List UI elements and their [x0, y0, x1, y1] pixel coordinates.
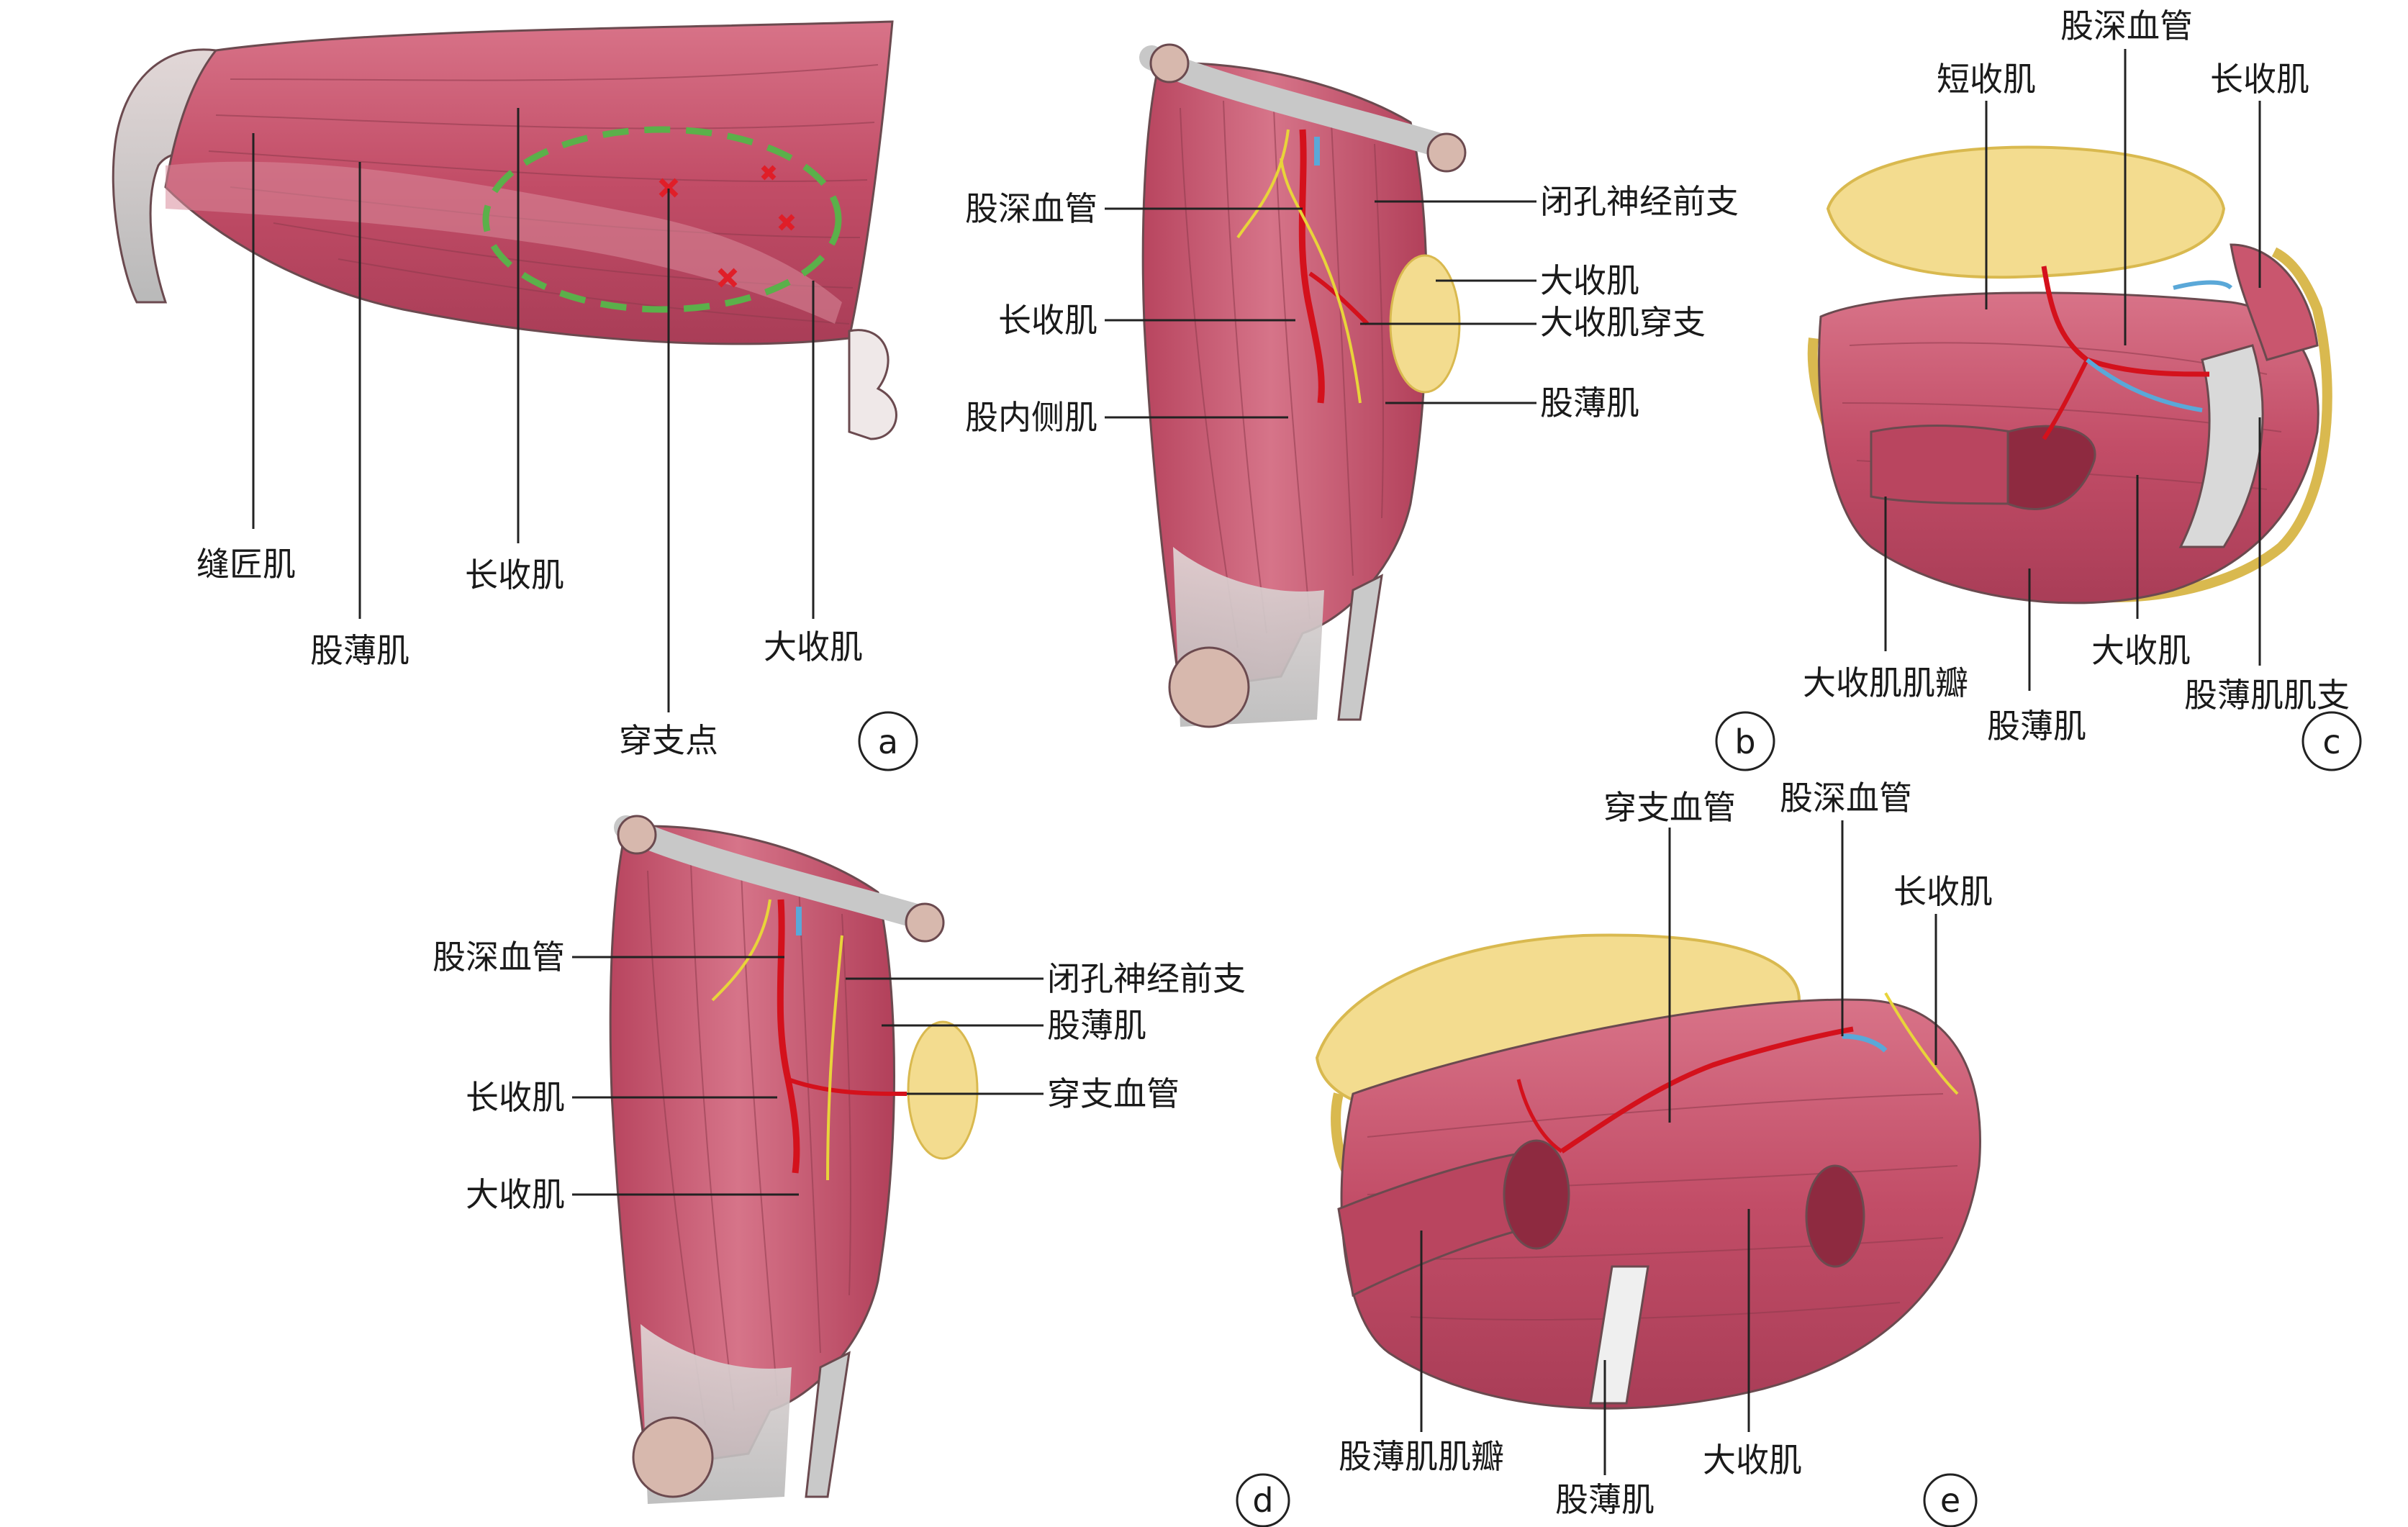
label-sartorius: 缝匠肌	[196, 545, 296, 584]
label-vastus-medialis-b: 股内侧肌	[965, 398, 1097, 437]
label-perforator-vessel-d: 穿支血管	[1047, 1074, 1180, 1113]
label-profunda-d: 股深血管	[433, 938, 565, 977]
gracilis-band-a	[166, 161, 842, 324]
label-adductor-longus-e: 长收肌	[1893, 872, 1993, 911]
label-gracilis-c: 股薄肌	[1987, 707, 2086, 746]
label-perforator-vessel-e: 穿支血管	[1603, 788, 1736, 827]
label-adductor-magnus-d: 大收肌	[466, 1175, 565, 1214]
panel-a: 缝匠肌 股薄肌 长收肌 大收肌 穿支点 a	[112, 20, 918, 771]
panel-b: 股深血管 长收肌 股内侧肌 闭孔神经前支 大收肌 大收肌穿支 股薄肌 b	[965, 43, 1775, 771]
panel-d: 股深血管 长收肌 大收肌 闭孔神经前支 股薄肌 穿支血管 d	[433, 815, 1290, 1527]
profunda-vessel-b	[1298, 129, 1325, 404]
label-adductor-magnus-c: 大收肌	[2091, 631, 2191, 670]
panel-letter-d: d	[1252, 1481, 1273, 1520]
nerve-d	[711, 899, 843, 1181]
label-magnus-flap-c: 大收肌肌瓣	[1803, 663, 1968, 702]
panel-c: 股深血管 短收肌 长收肌 大收肌肌瓣 股薄肌 大收肌 股薄肌肌支 c	[1803, 6, 2362, 771]
perforator-region-ellipse	[482, 126, 842, 313]
label-magnus-perforator-b: 大收肌穿支	[1540, 303, 1706, 342]
label-perforator-point: 穿支点	[619, 721, 718, 760]
knee-bone-b	[1168, 646, 1250, 728]
label-adductor-magnus: 大收肌	[764, 627, 863, 666]
label-gracilis-branch-c: 股薄肌肌支	[2184, 676, 2350, 715]
label-adductor-longus: 长收肌	[465, 556, 564, 594]
panel-letter-circle-icon	[1236, 1473, 1290, 1527]
knee-bone-d	[632, 1416, 714, 1498]
label-adductor-magnus-e: 大收肌	[1703, 1441, 1802, 1480]
panel-letter-circle-icon	[1923, 1473, 1978, 1527]
panel-letter-circle-icon	[2301, 711, 2362, 771]
panel-letter-e: e	[1940, 1481, 1960, 1520]
panel-letter-circle-icon	[858, 711, 918, 771]
label-gracilis-flap-e: 股薄肌肌瓣	[1339, 1437, 1504, 1476]
label-adductor-longus-c: 长收肌	[2210, 60, 2309, 99]
gracilis-band-c	[2178, 344, 2264, 548]
label-adductor-longus-d: 长收肌	[466, 1078, 565, 1117]
nerve-b	[1236, 129, 1362, 404]
panel-letter-b: b	[1734, 722, 1755, 761]
label-adductor-magnus-b: 大收肌	[1540, 261, 1639, 300]
label-gracilis-d: 股薄肌	[1047, 1006, 1146, 1045]
label-profunda-b: 股深血管	[965, 189, 1097, 228]
profunda-vessel-d	[777, 899, 800, 1174]
panel-e: 穿支血管 股深血管 长收肌 股薄肌肌瓣 股薄肌 大收肌 e	[1315, 779, 1993, 1527]
panel-letter-a: a	[878, 722, 898, 761]
knee-a	[848, 329, 897, 440]
label-adductor-brevis-c: 短收肌	[1937, 60, 2036, 99]
muscle-bed-e	[1340, 998, 1981, 1410]
fat-c	[1826, 145, 2226, 279]
panel-letter-c: c	[2322, 722, 2340, 761]
label-obturator-nerve-d: 闭孔神经前支	[1047, 959, 1246, 998]
fat-pad-d	[907, 1020, 979, 1160]
label-adductor-longus-b: 长收肌	[998, 301, 1097, 340]
label-gracilis-b: 股薄肌	[1540, 384, 1639, 422]
profunda-vessel-e	[1560, 1026, 1854, 1154]
nerve-e	[1884, 992, 1959, 1095]
perforator-mark-icon	[658, 165, 795, 288]
label-obturator-nerve-b: 闭孔神经前支	[1540, 182, 1739, 221]
label-profunda-e: 股深血管	[1780, 779, 1912, 817]
label-gracilis-e: 股薄肌	[1555, 1480, 1655, 1519]
panel-letter-circle-icon	[1715, 711, 1775, 771]
label-profunda-c: 股深血管	[2060, 6, 2193, 45]
label-gracilis: 股薄肌	[310, 631, 409, 670]
